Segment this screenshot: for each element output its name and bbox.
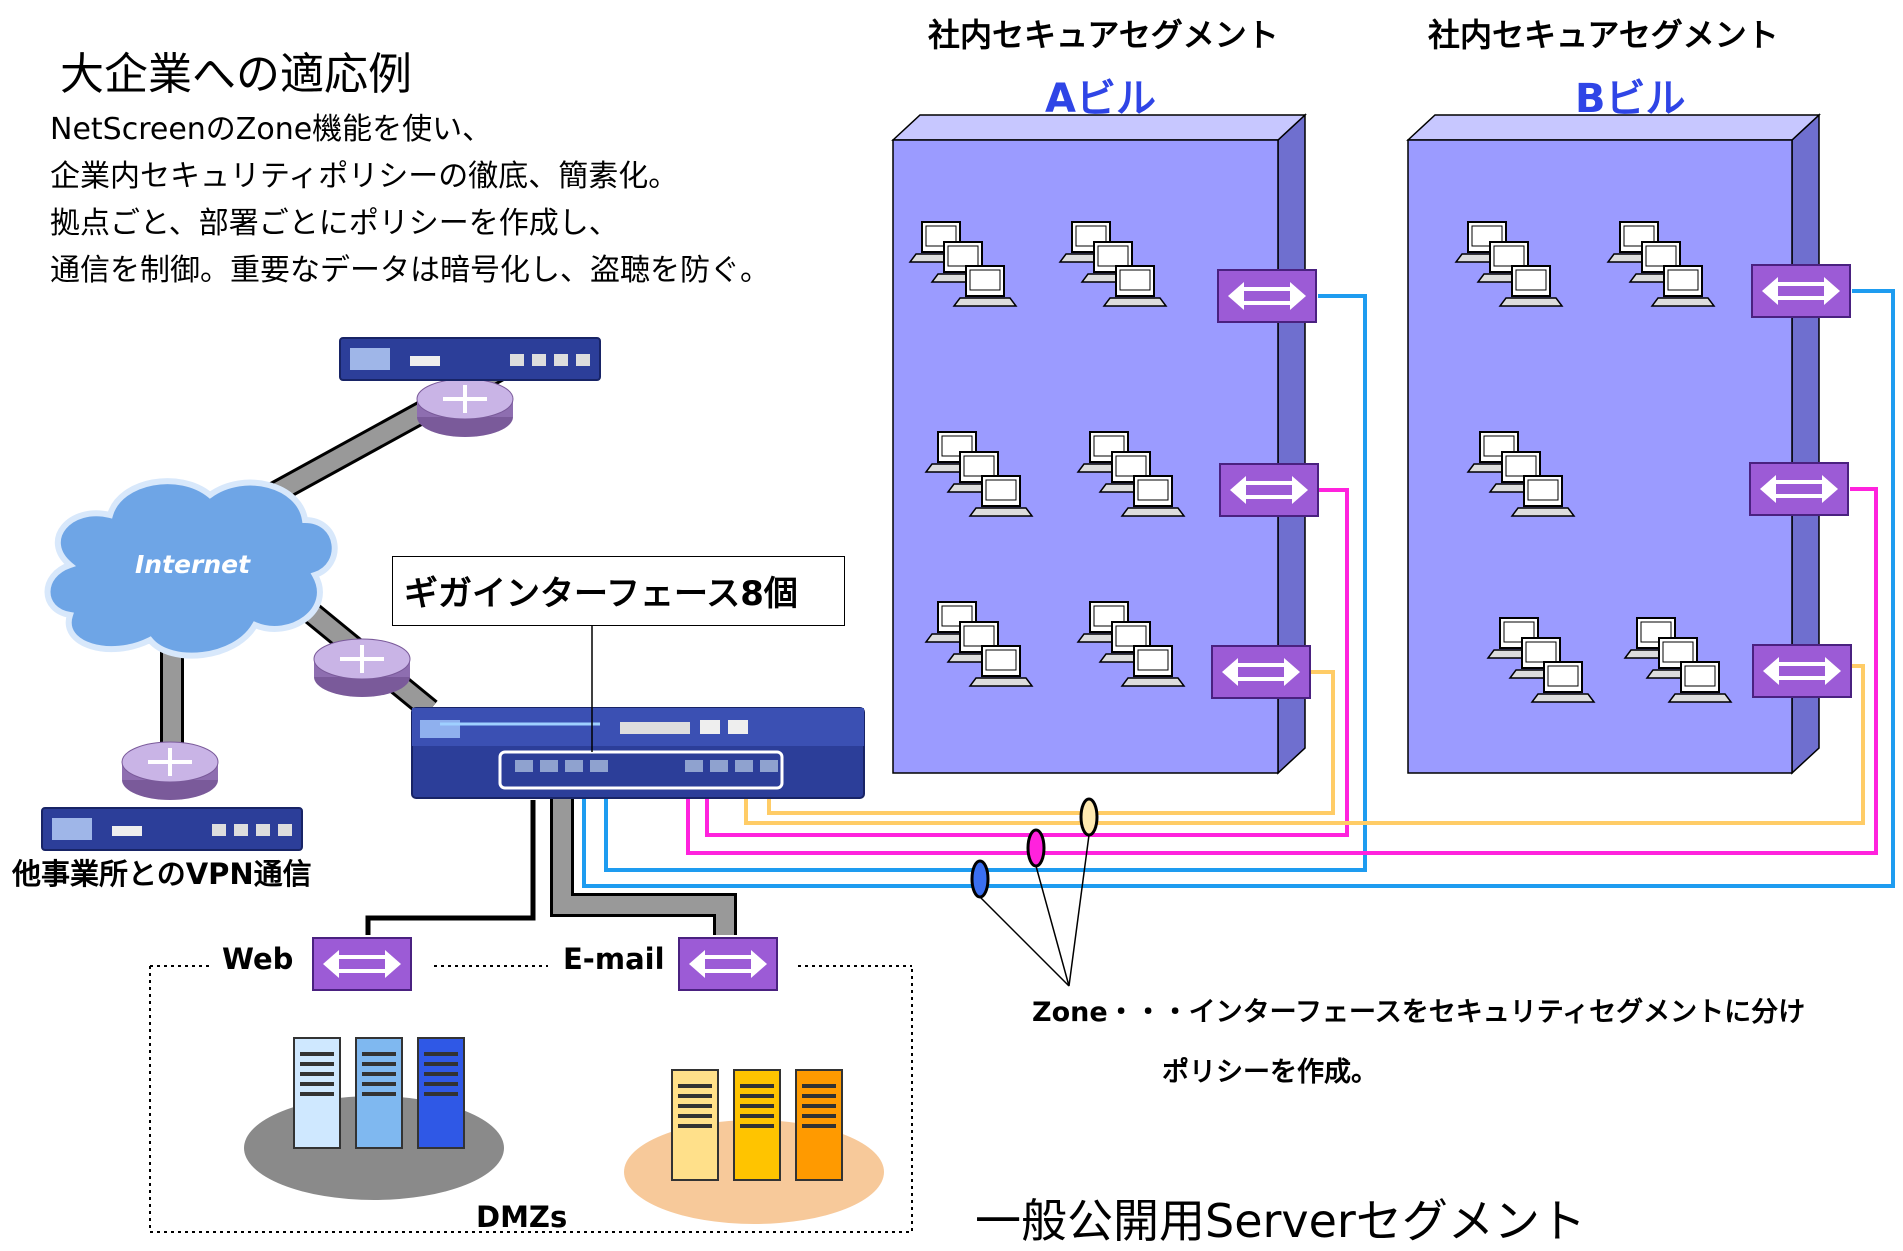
email-label: E-mail: [563, 942, 665, 976]
zone-markers: [970, 797, 1099, 987]
description-line: NetScreenのZone機能を使い、: [50, 112, 493, 147]
callout-box: [392, 556, 845, 626]
web-servers: [293, 1037, 465, 1149]
remote-firewall-device: [339, 337, 601, 381]
internet-label: Internet: [135, 550, 251, 579]
zone-note-line2: ポリシーを作成。: [1162, 1057, 1378, 1088]
web-label: Web: [222, 942, 294, 976]
mail-servers: [671, 1069, 843, 1181]
email-switch: [677, 936, 779, 992]
dmz-boundary: [149, 965, 913, 1233]
building-a-label: Aビル: [1045, 76, 1156, 122]
building-b-label: Bビル: [1575, 76, 1686, 122]
vpn-label: 他事業所とのVPN通信: [12, 857, 312, 891]
description-line: 通信を制御。重要なデータは暗号化し、盗聴を防ぐ。: [50, 253, 770, 288]
internet-cloud: [44, 478, 338, 659]
vpn-firewall-device: [41, 807, 303, 851]
public-segment-label: 一般公開用Serverセグメント: [975, 1194, 1586, 1248]
description-line: 拠点ごと、部署ごとにポリシーを作成し、: [50, 206, 619, 241]
segment-header-a: 社内セキュアセグメント: [928, 16, 1279, 54]
router-icon: [415, 377, 515, 439]
description-line: 企業内セキュリティポリシーの徹底、簡素化。: [50, 159, 679, 194]
zone-lines: [582, 289, 1895, 888]
web-switch: [311, 936, 413, 992]
dmz-label: DMZs: [476, 1200, 568, 1234]
page-title: 大企業への適応例: [60, 49, 412, 100]
router-icon: [312, 637, 412, 699]
router-icon: [120, 740, 220, 802]
segment-header-b: 社内セキュアセグメント: [1428, 16, 1779, 54]
netscreen-main-device: [411, 707, 865, 799]
callout-text: ギガインターフェース8個: [404, 574, 798, 614]
zone-note-line1: Zone・・・インターフェースをセキュリティセグメントに分け: [1032, 997, 1806, 1028]
